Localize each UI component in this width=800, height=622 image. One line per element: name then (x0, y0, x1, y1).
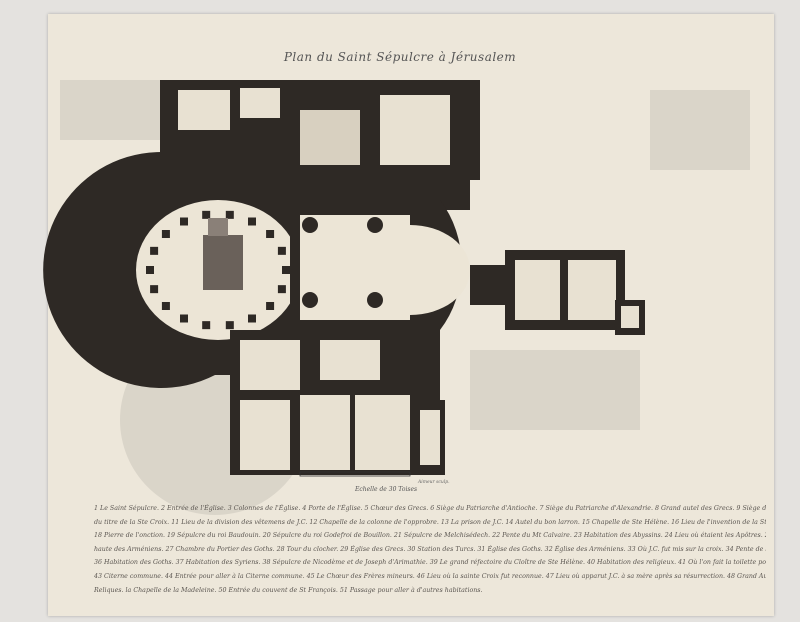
rotunda-column (266, 301, 275, 310)
holy-sepulchre-edicule (203, 235, 243, 290)
rotunda-column (150, 246, 159, 255)
rotunda (43, 152, 300, 388)
rotunda-column (225, 210, 234, 219)
rotunda-column (248, 217, 256, 226)
scale-label: Echelle de 30 Toises (355, 486, 418, 493)
legend-line: Reliques. la Chapelle de la Madeleine. 5… (94, 586, 483, 594)
rotunda-column (150, 285, 159, 294)
plan-title: Plan du Saint Sépulcre à Jérusalem (283, 50, 517, 64)
legend-line: 18 Pierre de l'onction. 19 Sépulcre du r… (94, 532, 766, 540)
rotunda-column (277, 285, 286, 294)
rotunda-column (146, 266, 154, 274)
engraver-signature: Aimeur sculp. (418, 480, 450, 485)
legend-line: haute des Arméniens. 27 Chambre du Porti… (94, 545, 766, 553)
rotunda-column (161, 230, 170, 239)
eastern-annex (470, 250, 645, 335)
legend: 1 Le Saint Sépulcre. 2 Entrée de l'Églis… (94, 502, 766, 597)
rotunda-column (225, 321, 234, 330)
rotunda-column (202, 210, 211, 219)
legend-line: 36 Habitation des Goths. 37 Habitation d… (94, 559, 766, 567)
legend-line: 43 Citerne commune. 44 Entrée pour aller… (94, 572, 766, 580)
legend-line: du titre de la Ste Croix. 11 Lieu de la … (94, 518, 766, 526)
rotunda-column (180, 217, 188, 226)
church-body (160, 80, 480, 475)
rotunda-column (248, 314, 256, 323)
rotunda-column (266, 230, 275, 239)
rotunda-column (180, 314, 188, 323)
legend-line: 1 Le Saint Sépulcre. 2 Entrée de l'Églis… (94, 505, 766, 512)
rotunda-column (161, 301, 170, 310)
rotunda-column (202, 321, 211, 330)
rotunda-column (277, 246, 286, 255)
scale-bar (299, 471, 411, 477)
rotunda-column (282, 266, 290, 274)
